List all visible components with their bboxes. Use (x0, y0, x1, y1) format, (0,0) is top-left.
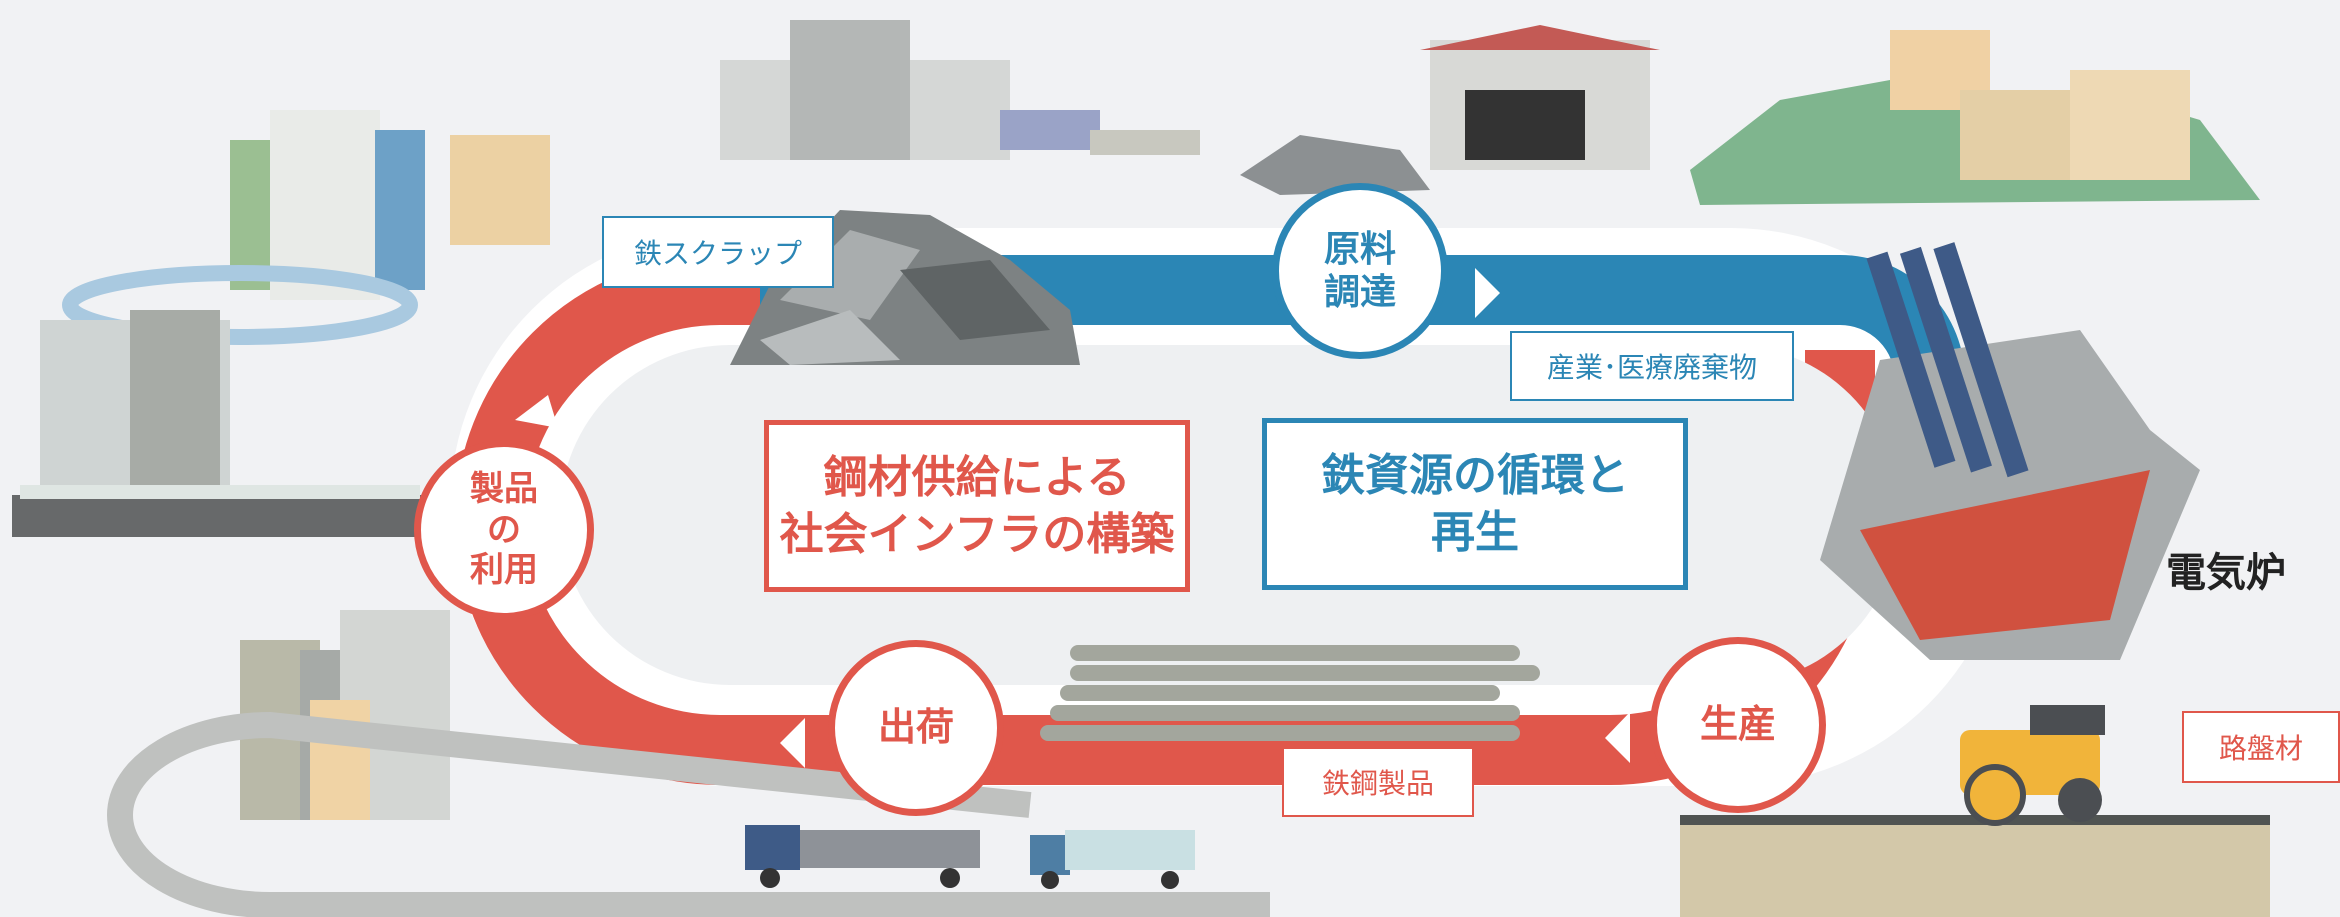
arrow-up-icon (515, 395, 558, 428)
city-illustration (12, 110, 550, 537)
label-steel-products: 鉄鋼製品 (1282, 747, 1474, 817)
scrapyard-scene-illustration (720, 20, 1660, 195)
road-roller-illustration (1680, 705, 2270, 917)
center-box-iron-recycling: 鉄資源の循環と 再生 (1262, 418, 1688, 590)
trucks-illustration (745, 825, 1195, 889)
steel-pipes-illustration (1040, 645, 1540, 741)
arrow-right-icon (1475, 268, 1500, 318)
label-electric-furnace: 電気炉 (2166, 550, 2286, 596)
stage-product-use: 製品 の 利用 (414, 440, 594, 620)
arrow-left-icon (1605, 712, 1630, 763)
electric-furnace-illustration (1820, 242, 2200, 660)
arrow-left-icon (780, 718, 805, 768)
label-roadbed-material: 路盤材 (2182, 711, 2340, 783)
stage-production: 生産 (1650, 637, 1826, 813)
label-iron-scrap: 鉄スクラップ (602, 216, 834, 288)
label-industrial-medical-waste: 産業･医療廃棄物 (1510, 331, 1794, 401)
construction-illustration (107, 610, 1270, 917)
town-illustration (1690, 30, 2260, 205)
stage-raw-material-procurement: 原料 調達 (1272, 183, 1448, 359)
center-box-infrastructure: 鋼材供給による 社会インフラの構築 (764, 420, 1190, 592)
stage-shipping: 出荷 (828, 640, 1004, 816)
